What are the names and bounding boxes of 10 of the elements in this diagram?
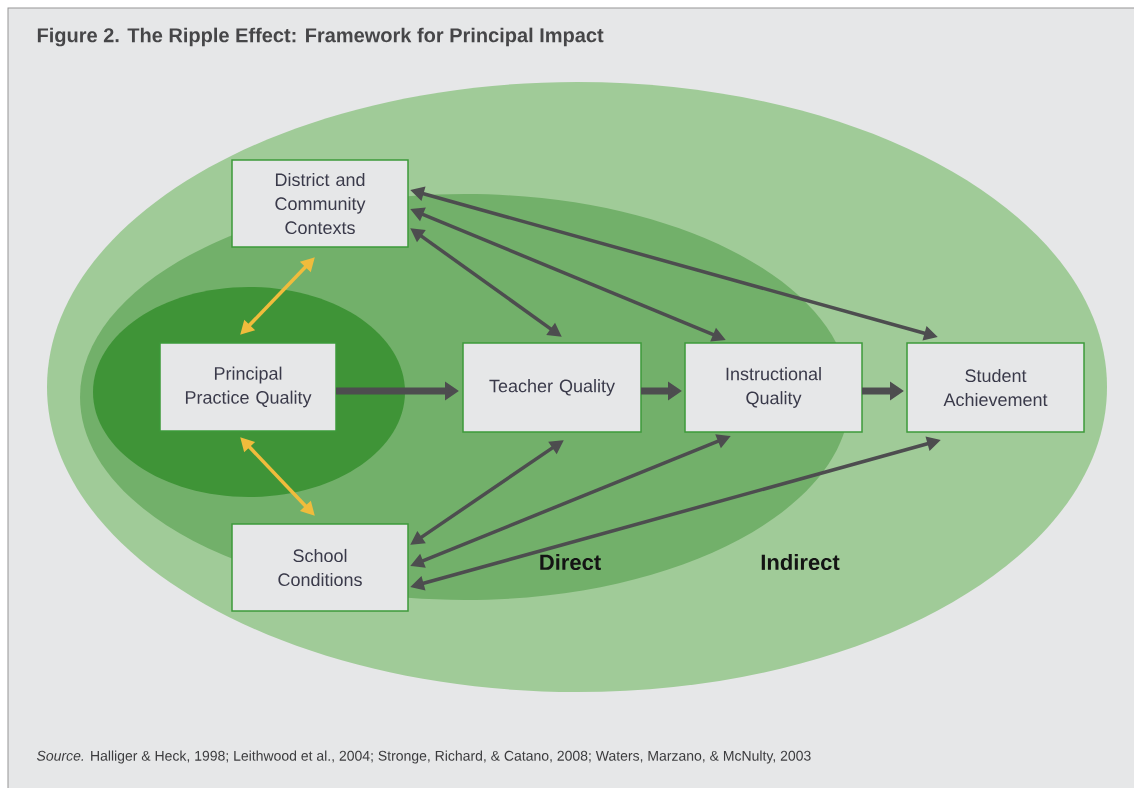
zone-label: Direct	[540, 553, 601, 571]
factor-box: School Conditions	[231, 523, 409, 612]
factor-box: Instructional Quality	[684, 342, 863, 433]
zone-label: Indirect	[761, 553, 840, 571]
source-caption: Source. Halliger & Heck, 1998; Leithwood et al., 2004; Stronge, Richard, & Catano, 2008; Waters, Marzano, & McNulty, 2003	[36, 750, 811, 764]
factor-box: District and Community Contexts	[231, 159, 409, 248]
factor-box: Student Achievement	[906, 342, 1085, 433]
figure-title: Figure 2. The Ripple Effect: Framework for Principal Impact	[37, 27, 604, 47]
factor-box: Principal Practice Quality	[159, 342, 337, 432]
factor-box: Teacher Quality	[462, 342, 642, 433]
